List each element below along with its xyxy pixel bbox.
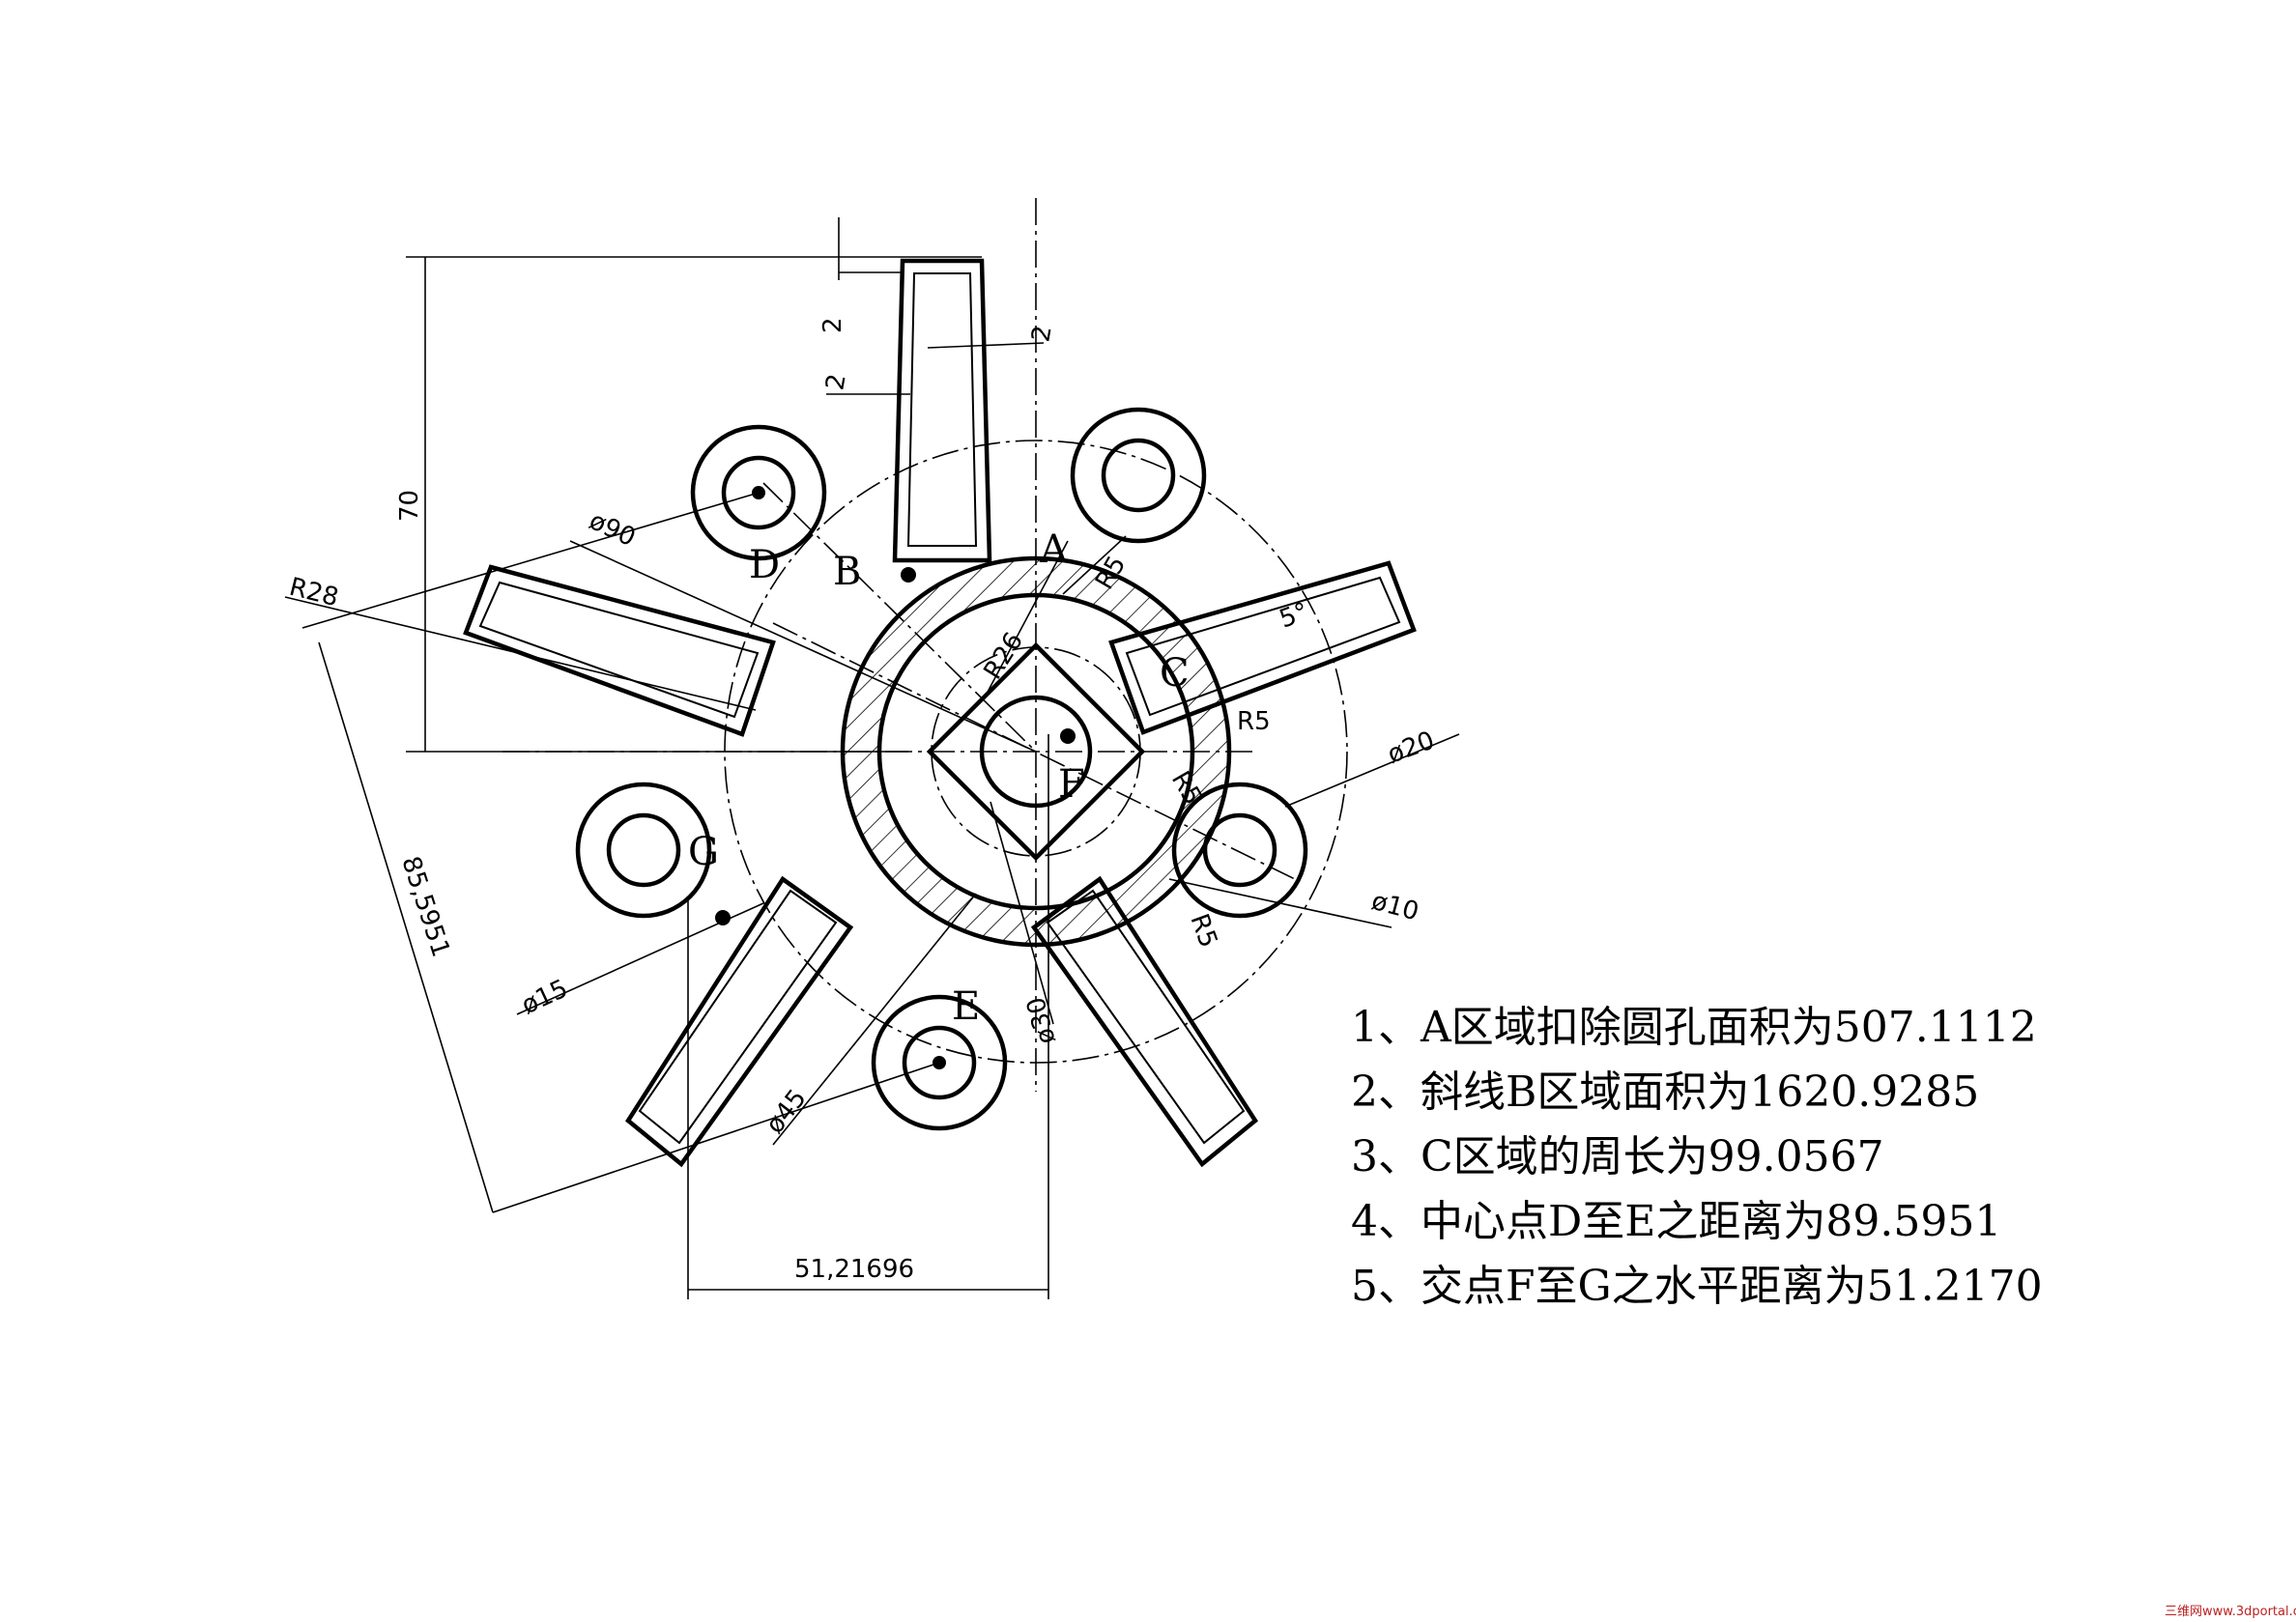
watermark: 三维网www.3dportal.cn xyxy=(2165,1605,2296,1619)
label-g: G xyxy=(688,830,719,874)
dim-70: 70 xyxy=(395,490,424,522)
note-5: 5、交点F至G之水平距离为51.2170 xyxy=(1351,1262,2043,1311)
spokes xyxy=(463,258,1417,1168)
note-1: 1、A区域扣除圆孔面积为507.1112 xyxy=(1351,1003,2037,1052)
dim-dia10: ø10 xyxy=(1368,887,1421,927)
dim-2-right: 2 xyxy=(1026,324,1057,345)
notes: 1、A区域扣除圆孔面积为507.1112 2、斜线B区域面积为1620.9285… xyxy=(1351,1003,2043,1311)
dim-r28: R28 xyxy=(286,573,341,612)
dim-dia30: ø30 xyxy=(1021,994,1062,1047)
label-e: E xyxy=(952,984,980,1029)
dim-51-21696: 51,21696 xyxy=(794,1255,914,1284)
label-f: F xyxy=(1058,762,1085,807)
dimension-lines xyxy=(284,217,1460,1299)
label-a: A xyxy=(1039,527,1069,572)
dim-dia45: ø45 xyxy=(761,1084,813,1139)
note-3: 3、C区域的周长为99.0567 xyxy=(1351,1132,1884,1181)
dim-angle5: 5° xyxy=(1276,597,1312,634)
dim-r5-c: R5 xyxy=(1237,707,1271,736)
label-c: C xyxy=(1160,651,1190,696)
dim-r26: R26 xyxy=(978,627,1029,684)
dim-85-5951: 85,5951 xyxy=(395,853,455,961)
dim-2-top: 2 xyxy=(818,317,847,333)
dim-dia15: ø15 xyxy=(517,974,572,1020)
dim-2-left: 2 xyxy=(820,372,851,393)
dim-r5-low: R5 xyxy=(1184,910,1222,952)
dim-dia90: ø90 xyxy=(585,506,640,553)
dim-dia20: ø20 xyxy=(1384,726,1438,770)
label-b: B xyxy=(833,550,861,594)
note-2: 2、斜线B区域面积为1620.9285 xyxy=(1351,1067,1979,1117)
lobes xyxy=(575,407,1308,1131)
note-4: 4、中心点D至E之距离为89.5951 xyxy=(1351,1197,2001,1246)
label-d: D xyxy=(749,543,780,587)
marker-dots xyxy=(715,567,1076,925)
